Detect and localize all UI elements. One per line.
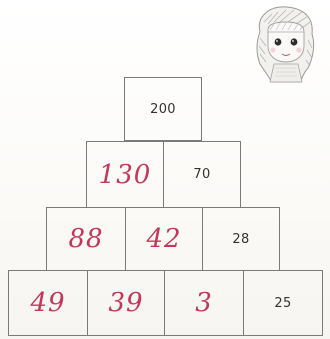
printed-number: 25: [274, 296, 291, 311]
pyramid-brick-row4-b: 39: [87, 270, 165, 336]
pyramid-brick-row2-left: 130: [86, 141, 164, 208]
pyramid-brick-row3-right: 28: [202, 207, 280, 271]
pyramid-brick-row2-right: 70: [163, 141, 241, 208]
handwritten-answer: 49: [30, 288, 65, 318]
printed-number: 28: [232, 232, 249, 247]
pyramid-brick-top: 200: [124, 77, 202, 141]
pyramid-brick-row4-d: 25: [243, 270, 323, 336]
pyramid-brick-row4-a: 49: [8, 270, 88, 336]
handwritten-answer: 3: [195, 288, 213, 318]
printed-number: 70: [193, 167, 210, 182]
printed-number: 200: [150, 102, 176, 117]
handwritten-answer: 42: [146, 224, 181, 254]
handwritten-answer: 39: [108, 288, 143, 318]
handwritten-answer: 88: [68, 224, 103, 254]
pyramid-brick-row4-c: 3: [164, 270, 244, 336]
handwritten-answer: 130: [99, 160, 152, 190]
pyramid-brick-row3-left: 88: [46, 207, 126, 271]
pyramid-brick-row3-middle: 42: [125, 207, 203, 271]
